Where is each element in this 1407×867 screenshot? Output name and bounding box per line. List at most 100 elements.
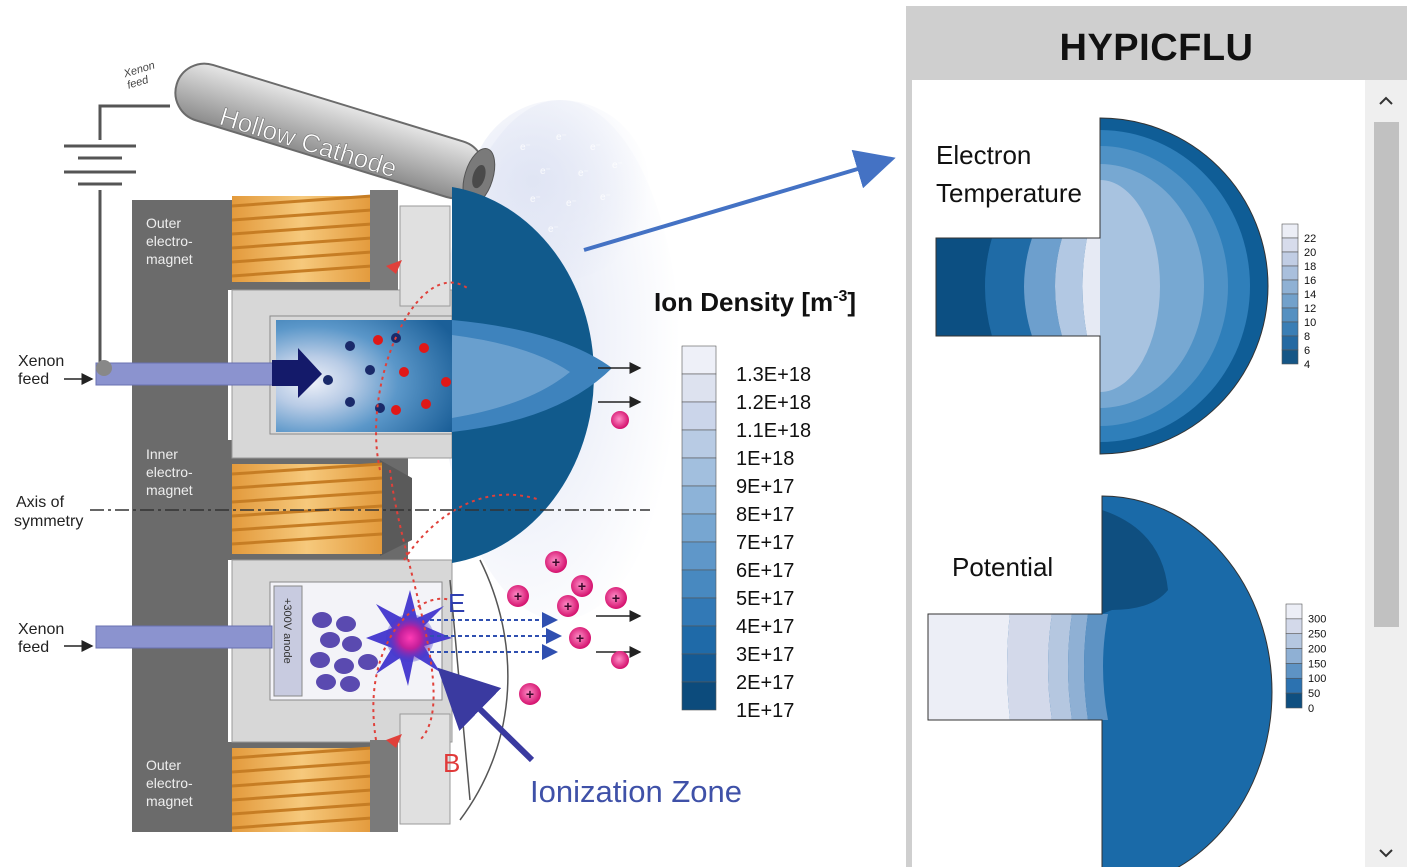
b-field-label: B xyxy=(443,748,460,778)
plume-ions xyxy=(507,411,629,705)
potential-tick-label: 50 xyxy=(1308,688,1320,700)
xenon-feed-pipe-bottom xyxy=(95,625,273,649)
anode-plate xyxy=(273,585,303,697)
potential-tick-label: 100 xyxy=(1308,673,1326,685)
electron-temperature-tick-label: 22 xyxy=(1304,233,1316,245)
ion-density-swatch xyxy=(681,401,717,431)
svg-text:e⁻: e⁻ xyxy=(460,568,471,579)
ion-density-tick-label: 6E+17 xyxy=(736,560,794,582)
ion-density-swatch xyxy=(681,541,717,571)
hollow-cathode xyxy=(174,62,496,206)
svg-text:e⁻: e⁻ xyxy=(600,192,611,203)
connector-arrow xyxy=(583,149,896,252)
svg-text:e⁻: e⁻ xyxy=(612,160,623,171)
cathode-circuit xyxy=(98,104,170,372)
svg-text:e⁻: e⁻ xyxy=(556,132,567,143)
svg-text:e⁻: e⁻ xyxy=(590,142,601,153)
outer-body-left xyxy=(132,200,228,832)
scroll-up-arrow-icon[interactable] xyxy=(1365,80,1407,122)
hypicflu-title: HYPICFLU xyxy=(1059,27,1254,69)
ion-density-tick-label: 8E+17 xyxy=(736,504,794,526)
svg-text:e⁻: e⁻ xyxy=(548,224,559,235)
ion-density-colorbar: 1.3E+181.2E+181.1E+181E+189E+178E+177E+1… xyxy=(681,345,811,722)
ion-density-tick-label: 1.2E+18 xyxy=(736,392,811,414)
potential-tick-label: 200 xyxy=(1308,643,1326,655)
electron-temperature-swatch xyxy=(1281,293,1299,309)
outer-electromagnet-top xyxy=(231,190,398,290)
ion-density-tick-label: 4E+17 xyxy=(736,616,794,638)
magnetic-field-arrows xyxy=(386,260,402,748)
ion-density-swatch xyxy=(681,597,717,627)
ion-density-swatch xyxy=(681,625,717,655)
potential-swatch xyxy=(1285,618,1303,635)
potential-swatch xyxy=(1285,648,1303,664)
svg-text:e⁻: e⁻ xyxy=(540,166,551,177)
potential-swatch xyxy=(1285,603,1303,620)
scrollbar-thumb[interactable] xyxy=(1374,122,1399,627)
ion-density-title: Ion Density [m-3] xyxy=(654,287,856,317)
svg-text:+: + xyxy=(564,598,572,614)
svg-text:+: + xyxy=(612,590,620,606)
ion-density-swatch xyxy=(681,513,717,543)
ion-density-tick-label: 1E+17 xyxy=(736,700,794,722)
potential-title: Potential xyxy=(952,552,1053,582)
field-curve xyxy=(459,559,509,821)
electron-temperature-tick-label: 8 xyxy=(1304,331,1310,343)
electron-temperature-tick-label: 12 xyxy=(1304,303,1316,315)
xenon-feed-pipe-top xyxy=(95,362,277,386)
electron-temperature-tick-label: 16 xyxy=(1304,275,1316,287)
scroll-down-arrow-icon[interactable] xyxy=(1365,839,1407,867)
electron-temperature-tick-label: 4 xyxy=(1304,359,1310,371)
potential-tick-label: 150 xyxy=(1308,658,1326,670)
electron-temperature-swatch xyxy=(1281,279,1299,295)
ion-density-swatch xyxy=(681,373,717,403)
vertical-scrollbar[interactable] xyxy=(1365,80,1407,867)
ion-density-tick-label: 2E+17 xyxy=(736,672,794,694)
svg-text:e⁻: e⁻ xyxy=(566,198,577,209)
potential-swatch xyxy=(1285,633,1303,649)
ion-plus-signs: +++ ++++ xyxy=(514,554,620,702)
potential-tick-label: 250 xyxy=(1308,629,1326,641)
ionization-zone-label: Ionization Zone xyxy=(530,774,742,809)
electron-temperature-swatch xyxy=(1281,237,1299,253)
ion-density-swatch xyxy=(681,485,717,515)
ion-density-swatch xyxy=(681,457,717,487)
svg-text:+: + xyxy=(552,554,560,570)
anode-label: +300V anode xyxy=(281,598,293,664)
svg-text:e⁻: e⁻ xyxy=(530,194,541,205)
potential-swatch xyxy=(1285,663,1303,679)
pole-piece-top xyxy=(399,205,451,307)
svg-text:+: + xyxy=(576,630,584,646)
ion-density-tick-label: 3E+17 xyxy=(736,644,794,666)
ion-density-swatch xyxy=(681,429,717,459)
ion-beam-arrows xyxy=(430,612,562,660)
potential-swatch xyxy=(1285,677,1303,694)
inner-core-pole xyxy=(380,460,412,556)
ion-density-swatch xyxy=(681,345,717,375)
electron-temperature-swatch xyxy=(1281,307,1299,323)
ionization-zone-arrow xyxy=(437,667,535,763)
battery-icon xyxy=(64,144,136,186)
svg-text:+: + xyxy=(526,686,534,702)
electron-temperature-swatch xyxy=(1281,223,1299,239)
potential-tick-label: 0 xyxy=(1308,703,1314,715)
feed-arrow-top xyxy=(272,348,322,398)
potential-swatch xyxy=(1285,692,1303,709)
ion-density-tick-label: 1.3E+18 xyxy=(736,364,811,386)
ion-density-plume-inner xyxy=(452,335,570,418)
electron-temperature-swatch xyxy=(1281,265,1299,281)
ion-density-swatch xyxy=(681,653,717,683)
ion-density-tick-label: 1E+18 xyxy=(736,448,794,470)
svg-text:e⁻: e⁻ xyxy=(484,668,495,679)
e-field-label: E xyxy=(448,588,465,618)
